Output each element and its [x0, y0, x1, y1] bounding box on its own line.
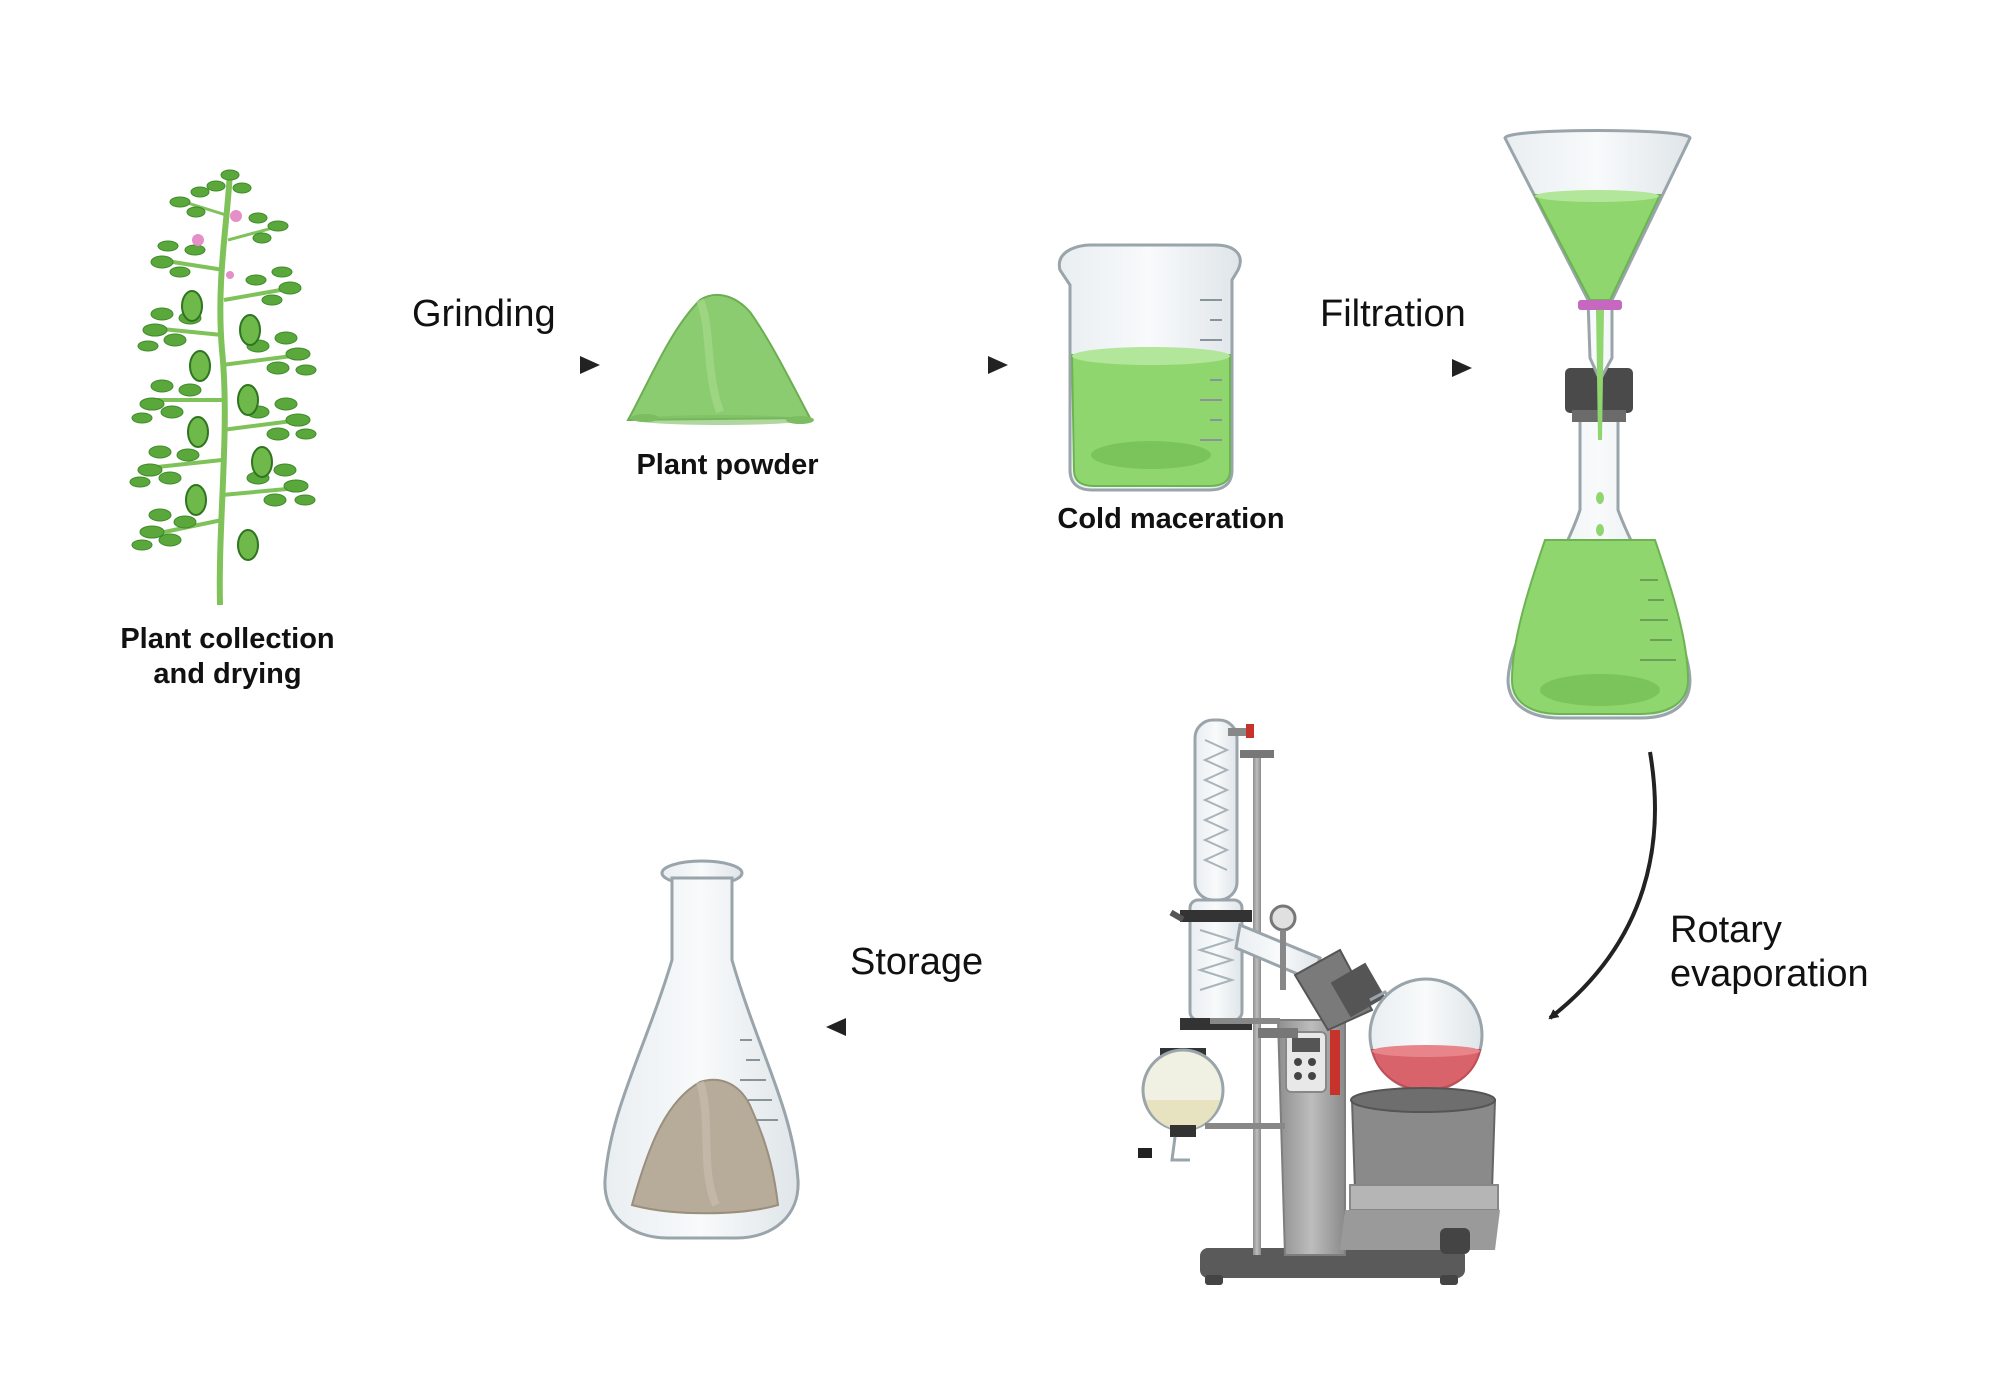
- label-storage: Storage: [850, 941, 984, 983]
- label-plant-collection-line1: Plant collection: [120, 623, 335, 655]
- arrow-to-maceration: [865, 356, 1008, 374]
- label-filtration: Filtration: [1320, 293, 1466, 335]
- label-plant-powder: Plant powder: [636, 449, 819, 481]
- arrow-grinding: [360, 356, 600, 374]
- plant-powder-icon: [626, 293, 814, 425]
- filtration-setup-icon: [1503, 129, 1692, 720]
- plant-icon: [129, 169, 317, 606]
- beaker-icon: [1057, 243, 1242, 492]
- label-rotary-line1: Rotary: [1670, 909, 1782, 951]
- storage-flask-icon: [603, 859, 800, 1240]
- arrow-rotary: [1548, 751, 1657, 1020]
- arrow-filtration: [1325, 359, 1472, 377]
- label-plant-collection-line2: and drying: [153, 658, 302, 690]
- label-grinding: Grinding: [412, 293, 556, 335]
- label-cold-maceration: Cold maceration: [1057, 503, 1285, 535]
- label-rotary-evaporation: Rotary evaporation: [1670, 908, 1869, 996]
- arrow-storage: [826, 1018, 1048, 1036]
- label-rotary-line2: evaporation: [1670, 953, 1869, 995]
- rotary-evaporator-icon: [1138, 718, 1500, 1285]
- label-plant-collection: Plant collection and drying: [100, 622, 355, 692]
